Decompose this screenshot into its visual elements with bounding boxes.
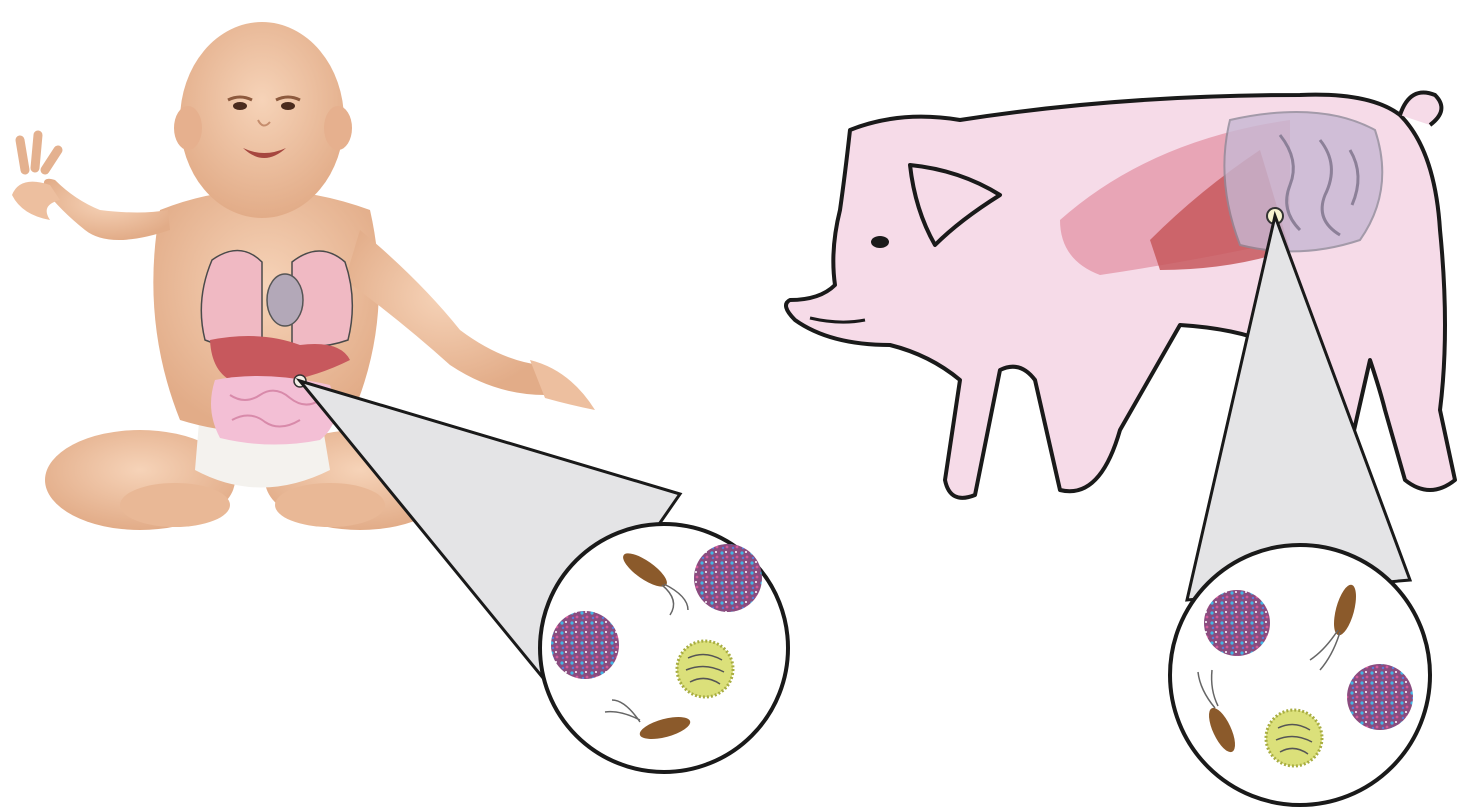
virus-particle — [551, 611, 619, 679]
pig-eye — [871, 236, 889, 248]
enveloped-virus — [677, 641, 733, 697]
enveloped-virus — [1266, 710, 1322, 766]
infant-zoom-callout — [300, 381, 788, 772]
virus-particle — [1204, 590, 1270, 656]
virus-particle — [1347, 664, 1413, 730]
virus-particle — [694, 544, 762, 612]
